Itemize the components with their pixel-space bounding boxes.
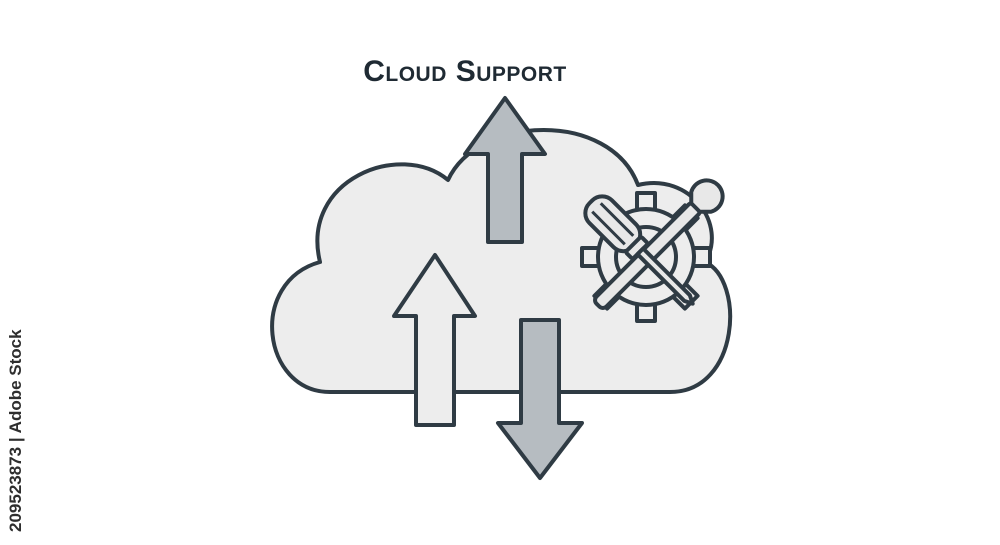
page-title: Cloud Support xyxy=(363,55,567,88)
arrow-up-large-icon xyxy=(463,96,547,244)
arrow-up-small-icon xyxy=(392,253,477,427)
arrow-down-icon xyxy=(496,318,584,480)
screwdriver-icon xyxy=(583,194,695,306)
